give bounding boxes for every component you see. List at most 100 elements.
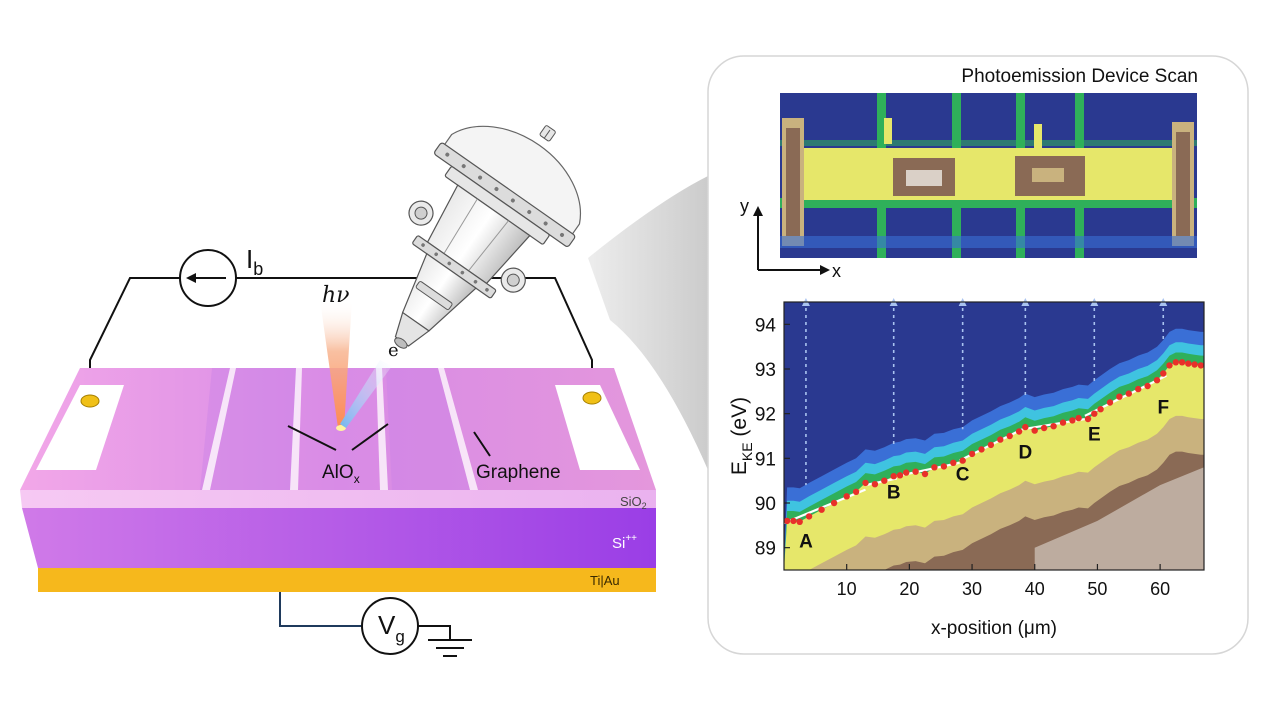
- data-point-36: [1106, 399, 1114, 406]
- contact-dot-right: [582, 391, 602, 405]
- electron-analyzer-illustration: [394, 125, 582, 349]
- x-tick-label-40: 40: [1025, 579, 1045, 599]
- ground-wire: [418, 625, 451, 640]
- alox-label: AlOx: [322, 462, 360, 486]
- device-schematic: Ib Vg Si: [20, 125, 708, 657]
- x-tick-label-10: 10: [837, 579, 857, 599]
- data-point-1: [790, 517, 797, 525]
- data-point-24: [1006, 432, 1013, 440]
- region-label-d: D: [1018, 442, 1032, 463]
- data-point-8: [862, 479, 869, 487]
- metal-label: Ti|Au: [590, 573, 620, 588]
- scan-axis-x-arrow: [820, 265, 830, 275]
- data-point-30: [1059, 419, 1067, 426]
- gate-voltage-label: Vg: [378, 610, 405, 646]
- region-label-a: A: [799, 532, 813, 553]
- data-point-35: [1097, 406, 1104, 413]
- data-point-47: [1191, 361, 1198, 368]
- data-point-39: [1135, 385, 1142, 393]
- x-axis-label: x-position (μm): [931, 618, 1057, 639]
- data-point-13: [903, 469, 910, 476]
- fit-segment-0: [783, 488, 866, 525]
- graphene-callout: [473, 431, 491, 457]
- data-points: [783, 359, 1205, 525]
- photon-label: hν: [322, 283, 350, 308]
- alox-callout-2: [351, 423, 389, 451]
- data-point-41: [1153, 377, 1161, 384]
- data-point-16: [931, 464, 938, 471]
- data-point-11: [890, 473, 897, 480]
- gate-voltage-source: [361, 597, 419, 655]
- gate-wire: [279, 592, 362, 627]
- y-tick-label-94: 94: [755, 315, 777, 336]
- data-point-33: [1084, 415, 1092, 423]
- x-axis-ticks: 10 20 30 40 50 60: [837, 564, 1170, 599]
- x-tick-label-50: 50: [1087, 579, 1107, 599]
- contact-pad-left: [36, 385, 124, 470]
- fit-segment-1: [865, 477, 898, 487]
- si-label: Si++: [612, 533, 637, 552]
- sio2-layer: [20, 490, 656, 508]
- photoemission-scan-map: [780, 93, 1197, 258]
- data-point-17: [940, 463, 948, 470]
- data-point-19: [959, 457, 966, 464]
- data-point-29: [1050, 423, 1057, 430]
- data-point-18: [950, 459, 957, 466]
- y-tick-label-91: 91: [755, 449, 776, 470]
- region-label-b: B: [887, 483, 901, 504]
- y-tick-label-89: 89: [755, 539, 776, 560]
- scan-title: Photoemission Device Scan: [961, 66, 1198, 87]
- scan-axis-y-arrow: [753, 206, 763, 216]
- data-point-28: [1040, 424, 1048, 432]
- data-point-38: [1125, 390, 1133, 397]
- x-tick-label-60: 60: [1150, 579, 1170, 599]
- data-point-10: [881, 477, 888, 484]
- region-label-c: C: [956, 465, 970, 486]
- data-point-5: [830, 499, 838, 507]
- data-point-6: [843, 493, 850, 500]
- data-point-45: [1178, 359, 1186, 366]
- data-point-25: [1015, 428, 1023, 435]
- data-point-20: [968, 450, 976, 458]
- data-point-3: [805, 513, 813, 520]
- data-point-0: [783, 517, 791, 525]
- data-point-34: [1091, 410, 1098, 417]
- bias-current-label: Ib: [246, 244, 263, 279]
- data-point-14: [912, 468, 919, 475]
- data-point-2: [796, 518, 803, 525]
- y-tick-label-90: 90: [755, 494, 776, 515]
- alox-callout-1: [287, 425, 337, 451]
- scan-axes: [757, 214, 822, 271]
- si-layer: [22, 508, 656, 568]
- data-point-22: [987, 441, 995, 449]
- data-point-46: [1185, 360, 1192, 367]
- band-white: [1034, 467, 1204, 570]
- y-axis-label: EKE (eV): [728, 397, 755, 475]
- spectrum-heatmap: [784, 302, 1204, 570]
- scan-axis-x-label: x: [832, 261, 841, 281]
- y-tick-label-93: 93: [755, 360, 776, 381]
- x-tick-label-20: 20: [899, 579, 919, 599]
- chart-frame: [783, 301, 1205, 571]
- scan-axis-y-label: y: [740, 196, 749, 216]
- region-label-e: E: [1088, 424, 1101, 445]
- data-point-37: [1116, 393, 1123, 400]
- data-point-12: [896, 472, 904, 479]
- ground-symbol: [428, 639, 472, 657]
- x-tick-label-30: 30: [962, 579, 982, 599]
- data-point-32: [1075, 414, 1082, 422]
- metal-layer: [38, 568, 656, 592]
- electron-beam: [340, 360, 392, 428]
- data-point-48: [1197, 362, 1205, 369]
- sio2-label: SiO2: [620, 494, 647, 511]
- data-point-42: [1160, 370, 1167, 377]
- ammeter-symbol: [179, 249, 237, 307]
- photon-beam: [320, 300, 352, 428]
- data-point-40: [1144, 382, 1151, 390]
- zoom-wedge: [588, 176, 708, 470]
- beam-spot: [336, 425, 346, 431]
- data-point-31: [1069, 417, 1076, 424]
